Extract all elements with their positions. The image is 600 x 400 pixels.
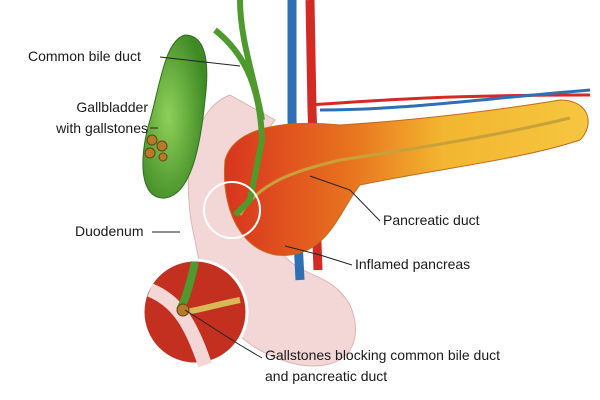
pancreatic-duct-shape: [238, 116, 571, 216]
label-gallstones-line2: and pancreatic duct: [265, 368, 388, 384]
leader-lines: [150, 56, 381, 359]
pancreas-shape: [223, 99, 589, 256]
label-duodenum: Duodenum: [75, 223, 144, 239]
label-inflamed-pancreas: Inflamed pancreas: [355, 256, 471, 272]
label-common-bile-duct: Common bile duct: [28, 48, 141, 64]
label-gallstones-blocking: Gallstones blocking common bile duct and…: [265, 345, 500, 387]
label-gallbladder-line1: Gallbladder: [76, 99, 148, 115]
label-pancreatic-duct: Pancreatic duct: [383, 212, 480, 228]
gallstones: [144, 134, 168, 162]
label-gallbladder-line2: with gallstones: [56, 120, 148, 136]
label-gallstones-line1: Gallstones blocking common bile duct: [265, 347, 501, 363]
label-gallbladder: Gallbladder with gallstones: [40, 97, 148, 139]
focus-circle: [203, 181, 261, 239]
